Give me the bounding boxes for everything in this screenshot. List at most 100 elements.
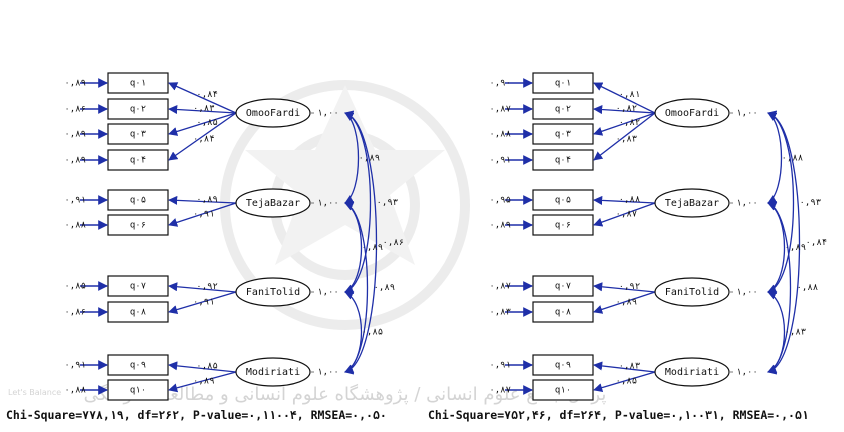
loading-arrow [593, 282, 656, 293]
correlation-label: ۰,۸۳ [785, 328, 807, 338]
latent-label: FaniTolid [665, 287, 719, 298]
loading-arrow [168, 371, 237, 393]
latent-label: Modiriati [246, 367, 300, 378]
loading-label: ۰,۸۵ [196, 362, 218, 372]
indicator-box [532, 354, 594, 376]
fit-statistics-right: Chi-Square=۷۵۲,۴۶, df=۲۶۴, P-value=۰,۱۰۰… [428, 408, 809, 422]
loading-label: ۰,۸۹ [193, 376, 215, 386]
correlation-arrow [767, 202, 786, 293]
loading-label: ۰,۸۵ [196, 118, 218, 128]
indicator-box [532, 149, 594, 171]
loading-label: ۰,۸۸ [619, 195, 641, 205]
correlation-arrow [344, 110, 378, 375]
loading-label: ۰,۸۳ [619, 362, 641, 372]
error-variance-label: ۰,۸۶ [64, 308, 86, 318]
loading-arrow [593, 202, 656, 227]
error-variance-label: ۰,۸۸ [64, 386, 86, 396]
latent-variance-label: ۱,۰۰ [317, 288, 339, 298]
indicator-box [532, 72, 594, 94]
loading-label: ۰,۸۱ [619, 90, 641, 100]
error-variance-label: ۰,۸۷ [489, 386, 511, 396]
indicator-label: q۰۴ [555, 156, 571, 166]
correlation-arrow [767, 112, 783, 204]
error-variance-label: ۰,۸۹ [64, 156, 86, 166]
correlation-arrow [767, 110, 795, 295]
indicator-box [107, 214, 169, 236]
watermark-text: پرتال جامع علوم انسانی / پژوهشگاه علوم ا… [84, 383, 607, 405]
indicator-label: q۰۷ [130, 282, 146, 292]
loading-arrow [168, 82, 237, 114]
error-variance-label: ۰,۸۸ [489, 130, 511, 140]
loading-arrow [593, 361, 656, 373]
error-variance-label: ۰,۸۹ [64, 130, 86, 140]
loading-label: ۰,۹۲ [619, 282, 641, 292]
correlation-label: ۰,۸۶ [383, 238, 405, 248]
loading-label: ۰,۸۹ [616, 298, 638, 308]
indicator-label: q۰۲ [130, 105, 146, 115]
latent-label: FaniTolid [246, 287, 300, 298]
loading-arrow [593, 112, 656, 136]
loading-label: ۰,۸۲ [616, 104, 638, 114]
loading-arrow [168, 195, 237, 205]
latent-label: TejaBazar [246, 198, 300, 209]
indicator-label: q۰۸ [555, 308, 571, 318]
indicator-label: q۰۴ [130, 156, 146, 166]
error-variance-label: ۰,۸۷ [489, 105, 511, 115]
loading-label: ۰,۸۴ [196, 90, 218, 100]
watermark-corner-text: Let's Balance [8, 388, 61, 397]
latent-variance-label: ۱,۰۰ [736, 109, 758, 119]
error-variance-label: ۰,۹۱ [489, 361, 511, 371]
correlation-label: ۰,۸۹ [374, 283, 396, 293]
latent-label: OmooFardi [246, 108, 300, 119]
latent-variance-label: ۱,۰۰ [317, 109, 339, 119]
loading-arrow [168, 291, 237, 315]
correlation-arrow [344, 291, 363, 373]
loading-label: ۰,۸۳ [616, 135, 638, 145]
error-variance-label: ۰,۸۹ [489, 221, 511, 231]
latent-label: OmooFardi [665, 108, 719, 119]
correlation-label: ۰,۸۹ [362, 243, 384, 253]
correlation-label: ۰,۸۸ [797, 283, 819, 293]
indicator-label: q۰۵ [555, 196, 571, 206]
indicator-label: q۰۶ [130, 221, 146, 231]
loading-arrow [593, 195, 656, 205]
error-variance-label: ۰,۹۱ [64, 361, 86, 371]
indicator-box [532, 275, 594, 297]
indicator-label: q۱۰ [130, 386, 146, 396]
loading-arrow [593, 291, 656, 314]
loading-arrow [168, 282, 237, 293]
loading-arrow [168, 112, 237, 161]
loading-label: ۰,۸۴ [193, 135, 215, 145]
indicator-box [532, 301, 594, 323]
indicator-label: q۰۶ [555, 221, 571, 231]
indicator-box [107, 275, 169, 297]
loading-label: ۰,۸۲ [619, 118, 641, 128]
indicator-label: q۰۸ [130, 308, 146, 318]
correlation-label: ۰,۸۹ [785, 243, 807, 253]
loading-label: ۰,۸۹ [196, 195, 218, 205]
indicator-label: q۰۹ [130, 361, 146, 371]
model-left: q۰۱ ۰,۸۹ ۰,۸۴ q۰۲ ۰,۸۶ ۰,۸۳ q۰۳ ۰,۸۹ ۰,۸۵ q۰۴ ۰,۸۹… [64, 72, 405, 401]
error-variance-label: ۰,۸۵ [64, 282, 86, 292]
indicator-label: q۰۷ [555, 282, 571, 292]
indicator-box [532, 214, 594, 236]
correlation-arrow [767, 110, 801, 375]
error-variance-label: ۰,۸۹ [64, 79, 86, 89]
loading-label: ۰,۹۲ [196, 282, 218, 292]
indicator-label: q۰۳ [130, 130, 146, 140]
loading-label: ۰,۸۳ [193, 104, 215, 114]
indicator-box [107, 354, 169, 376]
indicator-label: q۰۱ [130, 79, 146, 89]
indicator-box [107, 301, 169, 323]
loading-arrow [168, 104, 237, 115]
loading-arrow [168, 112, 237, 136]
indicator-box [532, 379, 594, 401]
error-variance-label: ۰,۹۱ [64, 196, 86, 206]
loading-label: ۰,۹۱ [193, 210, 215, 220]
error-variance-label: ۰,۸۶ [64, 105, 86, 115]
latent-variance-label: ۱,۰۰ [736, 199, 758, 209]
loading-label: ۰,۸۷ [616, 210, 638, 220]
loading-arrow [593, 104, 656, 115]
correlation-arrow [767, 291, 786, 373]
